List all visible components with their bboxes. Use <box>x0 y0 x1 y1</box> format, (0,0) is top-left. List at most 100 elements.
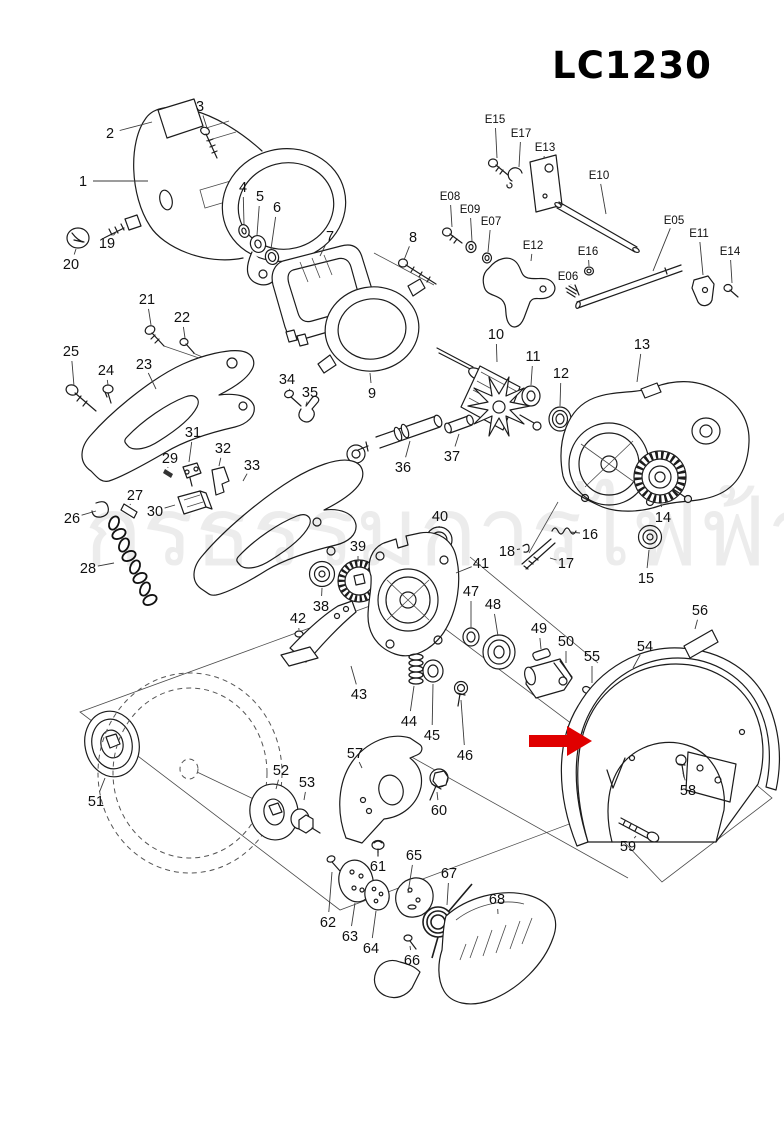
part-label-E10: E10 <box>589 170 609 182</box>
part-27-pin <box>120 503 138 519</box>
part-53-hex-bolt <box>290 808 321 834</box>
part-label-35: 35 <box>302 385 318 401</box>
part-label-47: 47 <box>463 584 479 600</box>
leader-line-18 <box>516 548 521 550</box>
part-13-gear-housing <box>560 381 750 512</box>
part-label-31: 31 <box>185 425 201 441</box>
leader-line-45 <box>431 683 434 726</box>
part-50-shaft-lock <box>524 658 573 699</box>
leader-line-41 <box>455 566 472 574</box>
part-label-68: 68 <box>489 892 505 908</box>
part-45-ring <box>422 659 444 683</box>
part-label-2: 2 <box>106 126 114 142</box>
leader-line-E17 <box>518 141 521 168</box>
leader-line-8 <box>403 246 410 261</box>
part-56-label-sticker <box>683 629 719 659</box>
part-label-E07: E07 <box>481 216 501 228</box>
leader-line-48 <box>494 613 499 637</box>
part-label-1: 1 <box>79 174 87 190</box>
part-18-pin <box>522 543 530 553</box>
part-12-bearing <box>548 406 572 432</box>
part-e09-washer <box>465 240 477 254</box>
part-label-E13: E13 <box>535 142 555 154</box>
part-label-18: 18 <box>499 544 515 560</box>
leader-line-13 <box>636 353 642 383</box>
part-60-hex-bolt <box>429 768 449 801</box>
leader-line-17 <box>549 557 557 561</box>
part-65-plate <box>395 877 434 918</box>
part-28-chain <box>108 515 158 606</box>
part-22-screw <box>179 337 195 354</box>
part-35-clip <box>298 395 320 423</box>
part-5-bearing <box>249 234 267 254</box>
part-label-8: 8 <box>409 230 417 246</box>
part-label-49: 49 <box>531 621 547 637</box>
part-label-58: 58 <box>680 783 696 799</box>
part-label-14: 14 <box>655 510 671 526</box>
part-label-11: 11 <box>525 349 540 365</box>
part-e12-lever <box>482 257 556 328</box>
leader-line-30 <box>164 504 176 509</box>
part-label-26: 26 <box>64 511 80 527</box>
part-e17-clip <box>506 167 523 189</box>
leader-line-57 <box>358 761 363 769</box>
leader-line-35 <box>305 401 308 406</box>
part-label-39: 39 <box>350 539 366 555</box>
part-20-brush-cap <box>66 227 90 249</box>
part-label-E12: E12 <box>523 240 543 252</box>
part-44-spring <box>408 653 424 685</box>
part-label-9: 9 <box>368 386 376 402</box>
leader-line-52 <box>275 779 279 790</box>
part-15-bearing <box>637 524 663 550</box>
part-label-44: 44 <box>401 714 417 730</box>
part-label-38: 38 <box>313 599 329 615</box>
part-e11-bracket <box>691 275 715 307</box>
part-1-motor-housing <box>133 106 347 286</box>
leader-line-64 <box>371 910 377 939</box>
leader-line-9 <box>369 372 372 384</box>
leader-line-54 <box>632 654 641 669</box>
part-label-27: 27 <box>127 488 143 504</box>
part-57-inner-cover <box>339 735 423 844</box>
leader-line-44 <box>409 685 415 712</box>
part-label-19: 19 <box>99 236 115 252</box>
part-label-7: 7 <box>326 229 334 245</box>
part-e13-plate <box>529 154 563 213</box>
leader-line-46 <box>460 699 465 746</box>
leader-line-28 <box>97 562 115 567</box>
part-label-60: 60 <box>431 803 447 819</box>
part-e15-screw <box>487 158 509 176</box>
leader-line-24 <box>106 379 109 386</box>
part-68-lower-guard <box>373 892 557 1005</box>
part-47-washer <box>462 627 480 647</box>
leader-line-22 <box>182 326 186 339</box>
part-label-16: 16 <box>582 527 598 543</box>
part-label-62: 62 <box>320 915 336 931</box>
part-label-43: 43 <box>351 687 367 703</box>
part-label-36: 36 <box>395 460 411 476</box>
part-label-52: 52 <box>273 763 289 779</box>
leader-line-53 <box>303 791 306 801</box>
part-label-3: 3 <box>196 99 204 115</box>
part-32-lever-block <box>211 466 230 496</box>
part-label-57: 57 <box>347 746 363 762</box>
part-label-28: 28 <box>80 561 96 577</box>
part-17-shaft <box>521 538 556 570</box>
part-11-bearing <box>521 385 541 407</box>
part-54-safety-cover <box>560 647 780 847</box>
part-e14-screw <box>723 283 739 298</box>
part-e16-nut <box>583 266 595 276</box>
part-34-screw <box>284 389 302 407</box>
part-38-bearing <box>308 560 336 588</box>
leader-line-E09 <box>470 217 473 242</box>
part-label-56: 56 <box>692 603 708 619</box>
part-label-37: 37 <box>444 449 460 465</box>
part-30-switch-block <box>177 490 213 515</box>
leader-line-33 <box>242 473 248 482</box>
part-37-sleeve <box>444 414 474 434</box>
part-label-E11: E11 <box>689 228 709 240</box>
leader-line-34 <box>288 388 291 392</box>
leader-line-11 <box>530 365 533 386</box>
